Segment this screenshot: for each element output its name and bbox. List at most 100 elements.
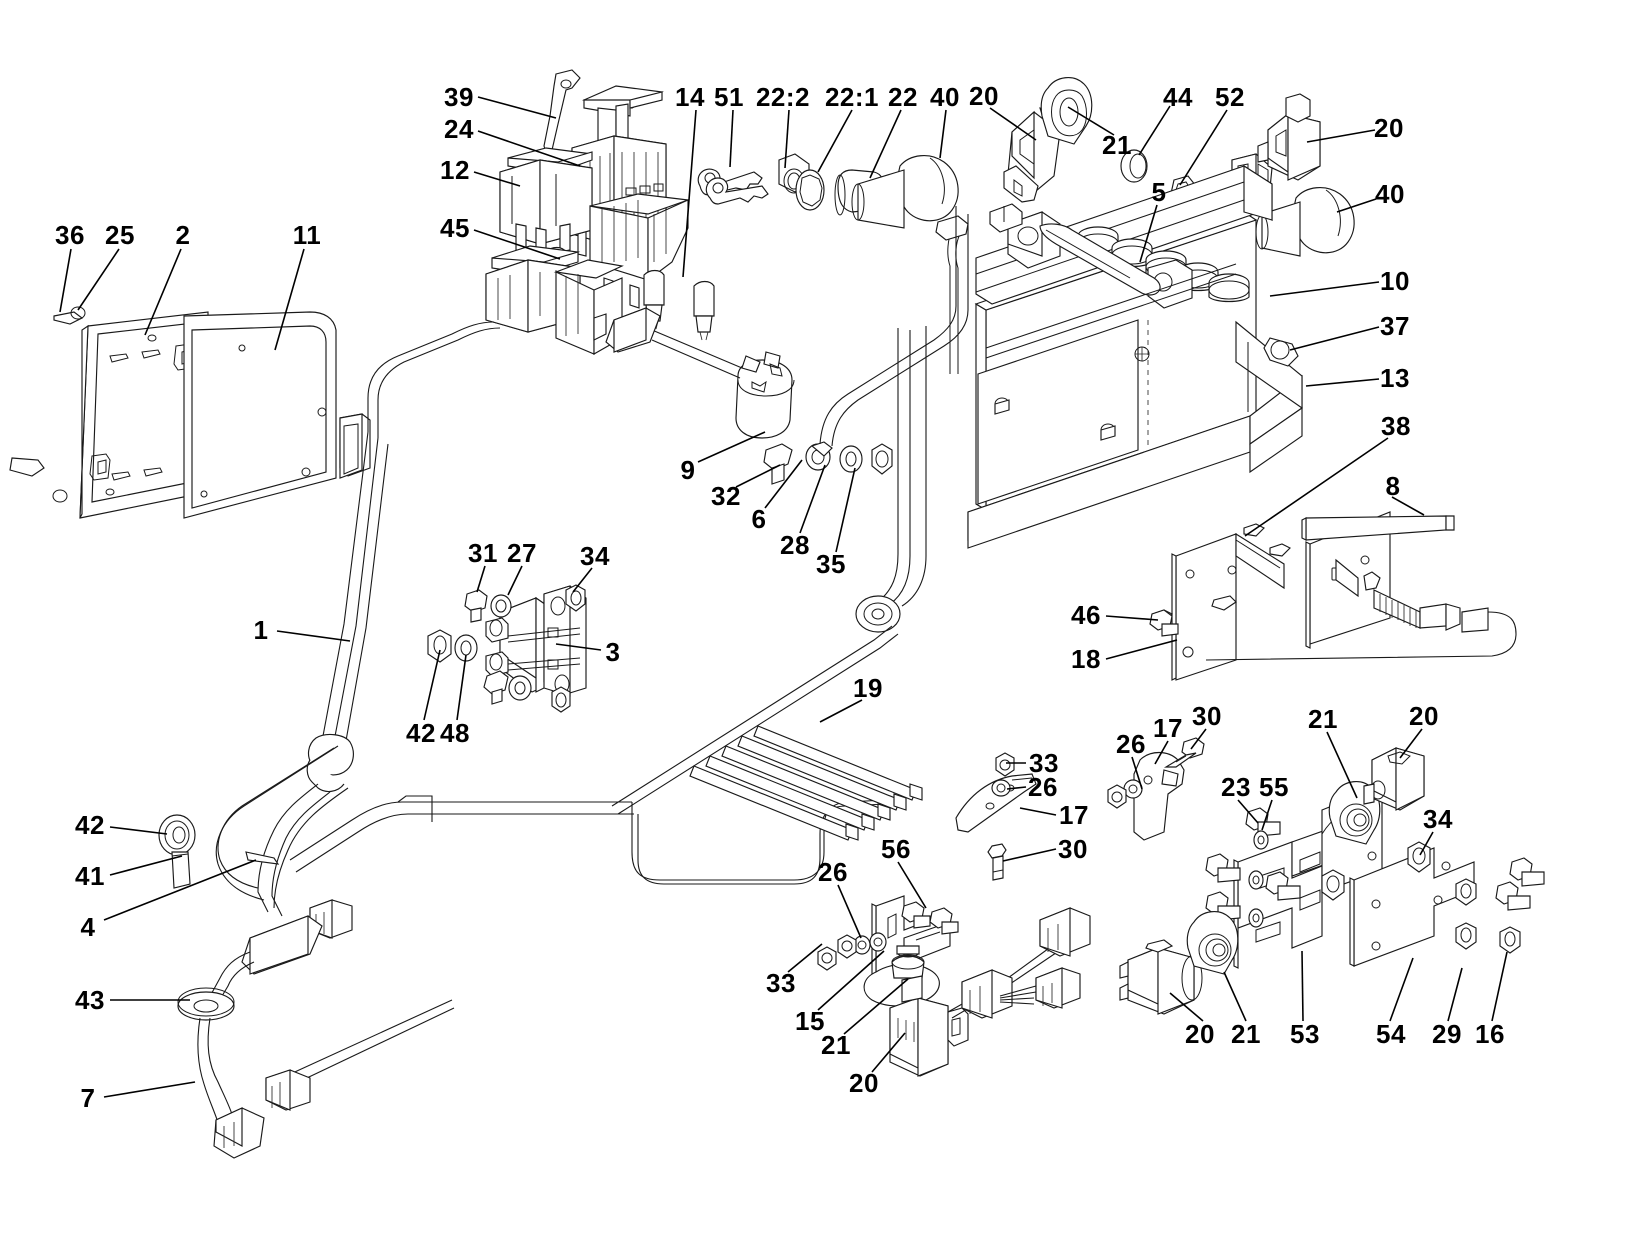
part-3-starter-solenoid: [486, 586, 586, 696]
part-32-bolt: [764, 444, 792, 484]
part-33-nut-left: [996, 753, 1014, 776]
part-42-nut-lower: [428, 630, 451, 662]
part-40-boot-left: [852, 156, 958, 228]
callout-number: 20: [1185, 1019, 1215, 1049]
callout-number: 20: [1409, 701, 1439, 731]
callout-number: 5: [1151, 177, 1167, 207]
callout-number: 26: [818, 857, 848, 887]
callout-number: 8: [1385, 471, 1401, 501]
callout-number: 18: [1071, 644, 1101, 674]
callout-number: 37: [1380, 311, 1410, 341]
callout-number: 43: [75, 985, 105, 1015]
part-27-washer: [491, 595, 511, 617]
callout-number: 42: [406, 718, 436, 748]
callout-number: 21: [821, 1030, 851, 1060]
callout-number: 22: [888, 82, 918, 112]
part-26-washer-left: [992, 780, 1010, 796]
part-1-wire-harness: [178, 322, 886, 1158]
callout-number: 41: [75, 861, 105, 891]
callout-number: 14: [675, 82, 705, 112]
part-39-key-blade: [544, 70, 580, 152]
callout-number: 54: [1376, 1019, 1406, 1049]
part-22-1-washer: [796, 170, 824, 210]
callout-number: 34: [1423, 804, 1453, 834]
callout-number: 40: [930, 82, 960, 112]
callout-number: 12: [440, 155, 470, 185]
callout-number: 26: [1028, 772, 1058, 802]
part-17-latch-right: [1134, 753, 1184, 841]
callout-number: 51: [714, 82, 744, 112]
callout-number: 46: [1071, 600, 1101, 630]
callout-number: 22:1: [824, 82, 880, 112]
callout-number: 13: [1380, 363, 1410, 393]
part-31-bolt: [465, 590, 487, 622]
part-35-nut: [872, 444, 892, 474]
callout-number: 33: [766, 968, 796, 998]
callout-number: 48: [440, 718, 470, 748]
part-8-18-38-bracket-group: [1152, 512, 1516, 680]
callout-number: 30: [1058, 834, 1088, 864]
callout-number: 21: [1102, 130, 1132, 160]
callout-number: 4: [80, 912, 96, 942]
callout-number: 52: [1215, 82, 1245, 112]
callout-number: 22:2: [755, 82, 811, 112]
connector-block-left: [486, 246, 622, 354]
callout-number: 33: [1029, 748, 1059, 778]
callout-number: 15: [795, 1006, 825, 1036]
part-2-11-panel-group: [10, 307, 370, 518]
callout-number: 3: [605, 637, 621, 667]
callout-number: 44: [1163, 82, 1193, 112]
callout-number: 23: [1221, 772, 1251, 802]
callout-number: 21: [1308, 704, 1338, 734]
part-44-grommet: [1121, 150, 1147, 182]
part-46-screw: [1150, 610, 1178, 636]
callout-number: 16: [1475, 1019, 1505, 1049]
callout-number: 6: [751, 504, 767, 534]
part-13-battery-tray: [968, 322, 1302, 548]
part-48-washer-lower: [455, 635, 477, 661]
callout-number: 36: [55, 220, 85, 250]
callout-number: 40: [1375, 179, 1405, 209]
callout-number: 32: [711, 481, 741, 511]
solenoid-lower-hardware: [484, 671, 570, 712]
callout-number: 53: [1290, 1019, 1320, 1049]
callout-number: 45: [440, 213, 470, 243]
callout-number: 55: [1259, 772, 1289, 802]
callout-number: 1: [253, 615, 269, 645]
callout-number: 2: [175, 220, 191, 250]
callout-number: 20: [969, 81, 999, 111]
part-9-hour-meter: [606, 308, 794, 438]
callout-number: 56: [881, 834, 911, 864]
callout-number: 20: [1374, 113, 1404, 143]
callout-number: 34: [580, 541, 610, 571]
callout-number: 7: [80, 1083, 96, 1113]
callout-number: 24: [444, 114, 474, 144]
callout-number: 11: [292, 220, 322, 250]
callout-number: 21: [1231, 1019, 1261, 1049]
part-30-bolt-left: [988, 844, 1006, 880]
part-15-bracket-bottom: [818, 896, 1090, 1076]
callout-number: 38: [1381, 411, 1411, 441]
callout-number: 29: [1432, 1019, 1462, 1049]
part-51-keys: [698, 169, 768, 204]
callout-number: 30: [1192, 701, 1222, 731]
callout-number: 35: [816, 549, 846, 579]
part-33-nut-right: [1108, 785, 1126, 808]
battery-negative-cable: [612, 206, 968, 814]
part-53-bracket-stack: [1120, 748, 1544, 1014]
part-21-boot-top: [1041, 78, 1092, 144]
callout-number: 39: [444, 82, 474, 112]
part-26-washer-right: [1124, 780, 1142, 798]
callout-number: 28: [780, 530, 810, 560]
callout-number: 27: [507, 538, 537, 568]
callout-number: 42: [75, 810, 105, 840]
callout-number: 10: [1380, 266, 1410, 296]
callout-number: 31: [468, 538, 498, 568]
part-10-battery: [936, 166, 1272, 516]
callout-number: 9: [680, 455, 696, 485]
part-6-ring-terminal: [806, 442, 832, 470]
part-28-washer: [840, 446, 862, 472]
